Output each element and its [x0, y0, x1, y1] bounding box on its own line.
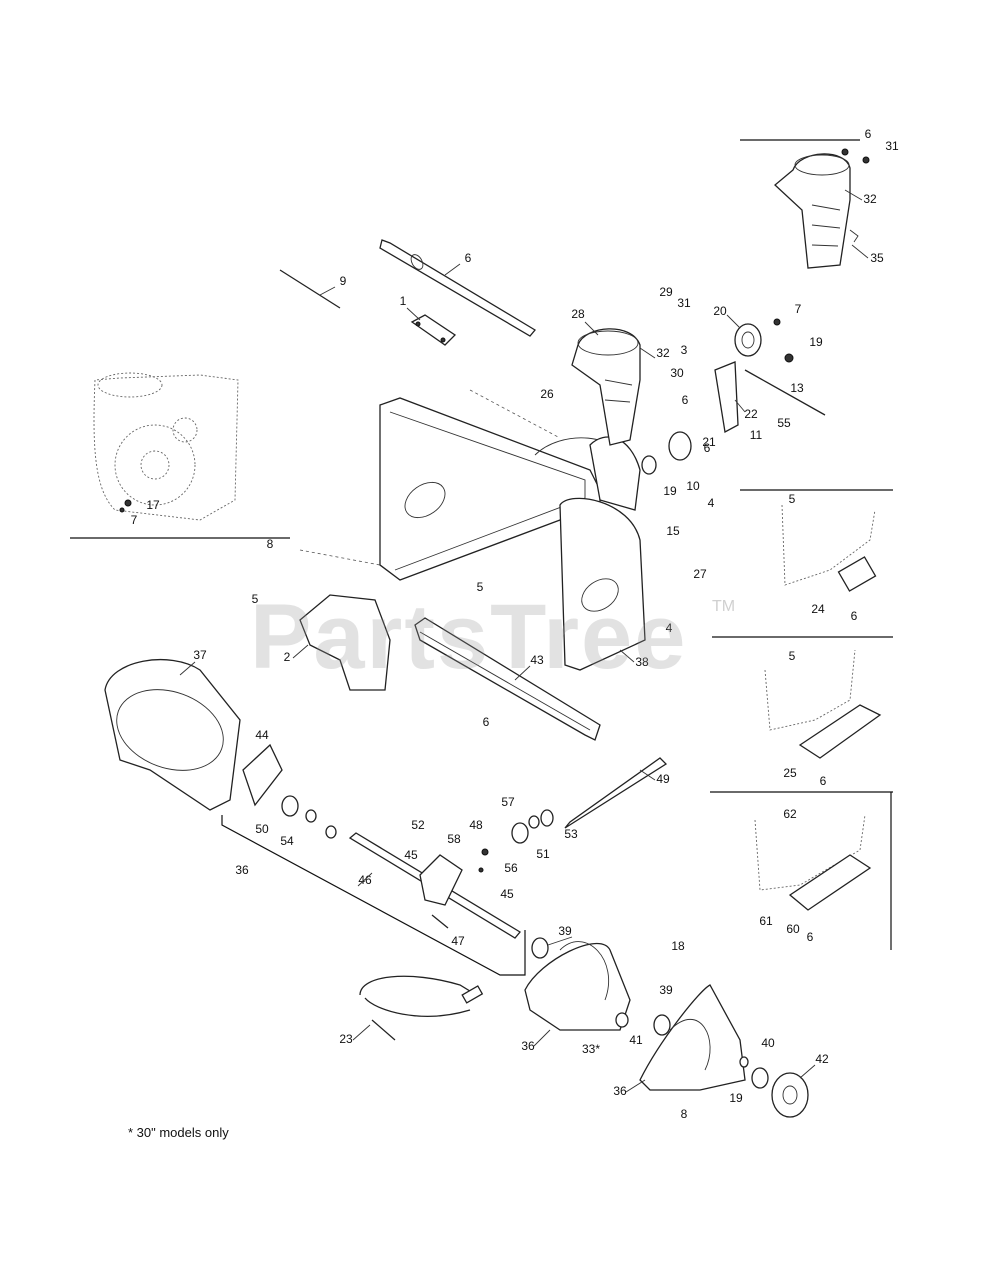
- inset-dividers: [70, 139, 893, 976]
- callout-50: 49: [656, 772, 670, 786]
- callout-57: 57: [501, 795, 515, 809]
- callout-41: 41: [629, 1033, 643, 1047]
- callout-45: 45: [404, 848, 418, 862]
- callout-61: 61: [759, 914, 773, 928]
- callout-labels: 6 31 32 35 6 9 1 29 31 28 20 7 32 3 19 3…: [131, 127, 899, 1121]
- engine-inset-drawing: [93, 372, 239, 521]
- callout-40: 40: [761, 1036, 775, 1050]
- callout-20: 20: [713, 304, 727, 318]
- callout-7c: 8: [267, 537, 274, 551]
- callout-48: 47: [451, 934, 465, 948]
- callout-46: 45: [500, 887, 514, 901]
- callout-4b: 4: [666, 621, 673, 635]
- callout-6d: 6: [851, 609, 858, 623]
- callout-14: 6: [465, 251, 472, 265]
- callout-30: 30: [670, 366, 684, 380]
- chute-drawing: [571, 328, 641, 446]
- callout-31b: 31: [677, 296, 691, 310]
- callout-60: 60: [786, 922, 800, 936]
- callout-6c: 6: [704, 441, 711, 455]
- footnote-text: * 30" models only: [128, 1125, 229, 1140]
- callout-16: 19: [809, 335, 823, 349]
- callout-6b: 6: [682, 393, 689, 407]
- callout-34: 35: [870, 251, 884, 265]
- callout-39b: 39: [659, 983, 673, 997]
- callout-6e: 6: [483, 715, 490, 729]
- callout-44: 44: [255, 728, 269, 742]
- callout-53: 52: [411, 818, 425, 832]
- callout-6: 6: [865, 127, 872, 141]
- callout-7a: 7: [795, 302, 802, 316]
- callout-7b: 7: [131, 513, 138, 527]
- callout-5d: 5: [789, 649, 796, 663]
- callout-18: 19: [729, 1091, 743, 1105]
- callout-43: 43: [530, 653, 544, 667]
- impeller-drawing: [104, 594, 391, 839]
- trademark-symbol: TM: [712, 598, 736, 615]
- callout-23: 23: [339, 1032, 353, 1046]
- callout-51: 50: [255, 822, 269, 836]
- callout-33: 33*: [582, 1042, 600, 1056]
- callout-28: 28: [571, 307, 585, 321]
- bracket-drawing: [410, 314, 457, 346]
- callout-24: 24: [811, 602, 825, 616]
- leader-lines: [179, 189, 869, 1093]
- callout-29: 29: [659, 285, 673, 299]
- cable-drawing: [359, 975, 484, 1041]
- callout-35: 36: [235, 863, 249, 877]
- callout-3: 3: [681, 343, 688, 357]
- callout-36b: 36: [613, 1084, 627, 1098]
- callout-4a: 4: [708, 496, 715, 510]
- callout-22: 22: [744, 407, 758, 421]
- callout-21: 21: [702, 435, 716, 449]
- callout-27: 27: [693, 567, 707, 581]
- callout-1: 1: [400, 294, 407, 308]
- callout-31: 31: [885, 139, 899, 153]
- callout-56: 56: [504, 861, 518, 875]
- shaft-drawing: [279, 239, 536, 337]
- chute-inset-drawing: [774, 148, 870, 269]
- callout-5b: 5: [477, 580, 484, 594]
- callout-6f: 6: [820, 774, 827, 788]
- callout-5c: 5: [252, 592, 259, 606]
- callout-13: 15: [666, 524, 680, 538]
- callout-6g: 6: [807, 930, 814, 944]
- callout-52: 51: [536, 847, 550, 861]
- callout-32: 32: [863, 192, 877, 206]
- callout-42: 42: [815, 1052, 829, 1066]
- callout-62: 62: [783, 807, 797, 821]
- shave-plate-drawing: [414, 617, 601, 741]
- callout-55: 54: [280, 834, 294, 848]
- augers-drawing: [524, 937, 809, 1118]
- auger-shaft-drawing: [348, 757, 668, 939]
- callout-2: 2: [284, 650, 291, 664]
- callout-39a: 39: [558, 924, 572, 938]
- callout-54: 53: [564, 827, 578, 841]
- partstree-watermark: PartsTree: [250, 586, 688, 688]
- callout-11: 11: [750, 428, 763, 442]
- callout-58: 58: [447, 832, 461, 846]
- callout-15: 17: [146, 498, 160, 512]
- callout-9: 9: [340, 274, 347, 288]
- callout-38: 38: [635, 655, 649, 669]
- callout-25: 25: [783, 766, 797, 780]
- pulley-drawing: [641, 318, 826, 475]
- callout-8: 8: [681, 1107, 688, 1121]
- callout-26: 26: [540, 387, 554, 401]
- auger-housing-drawing: [299, 389, 646, 671]
- callout-12: 13: [790, 381, 804, 395]
- callout-17: 18: [671, 939, 685, 953]
- callout-37: 37: [193, 648, 207, 662]
- callout-5a: 5: [789, 492, 796, 506]
- callout-19: 19: [663, 484, 677, 498]
- callout-36a: 36: [521, 1039, 535, 1053]
- callout-32b: 32: [656, 346, 670, 360]
- callout-49: 48: [469, 818, 483, 832]
- callout-59: 55: [777, 416, 791, 430]
- inset-panels-drawing: [754, 504, 882, 911]
- callout-10: 10: [686, 479, 700, 493]
